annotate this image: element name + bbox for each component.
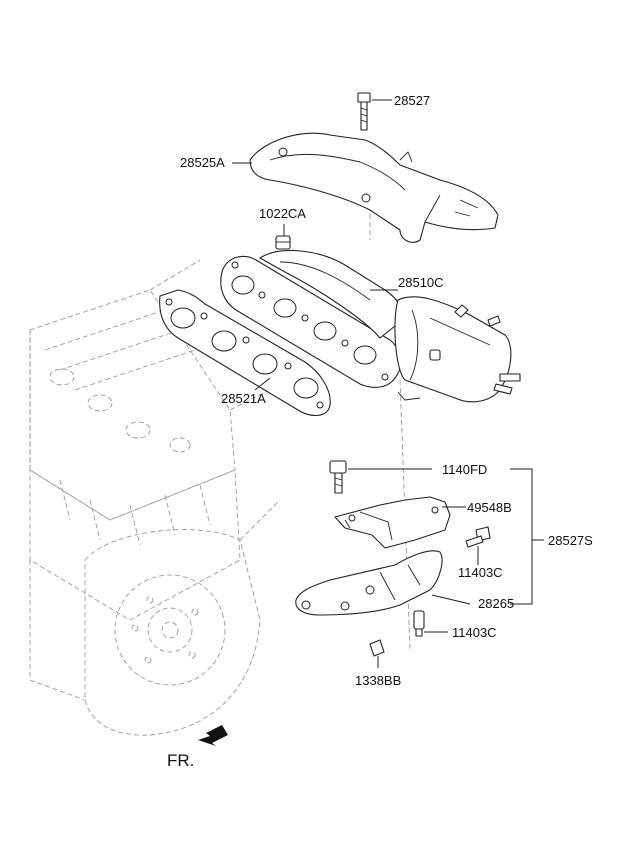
label-28265: 28265: [478, 596, 514, 611]
nut-1022CA: [275, 224, 291, 250]
bolt-28527: [357, 92, 392, 131]
label-28510C: 28510C: [398, 275, 444, 290]
nut-1338BB: [369, 639, 385, 668]
label-1022CA: 1022CA: [259, 206, 306, 221]
exhaust-manifold-28510C: [220, 249, 521, 403]
label-11403C-lower: 11403C: [452, 625, 497, 640]
label-1140FD: 1140FD: [442, 462, 487, 477]
gasket-28521A: [159, 289, 331, 416]
label-49548B: 49548B: [467, 500, 512, 515]
arrow-down-left-icon: [198, 725, 228, 746]
label-11403C-upper: 11403C: [458, 565, 503, 580]
label-28527: 28527: [394, 93, 430, 108]
direction-label: FR.: [167, 751, 194, 770]
bolt-1140FD: [329, 460, 432, 494]
label-28521A: 28521A: [221, 391, 266, 406]
bolt-11403C-lower: [413, 610, 448, 637]
assembly-bracket-28527S: [510, 468, 544, 605]
label-28525A: 28525A: [180, 155, 225, 170]
label-1338BB: 1338BB: [355, 673, 401, 688]
support-bracket-28265: [295, 550, 471, 616]
heat-shield-28525A: [232, 132, 499, 243]
engine-block-ghost: [29, 259, 291, 736]
bracket-49548B: [334, 496, 466, 549]
bolt-11403C-upper: [465, 526, 491, 565]
label-28527S: 28527S: [548, 533, 593, 548]
